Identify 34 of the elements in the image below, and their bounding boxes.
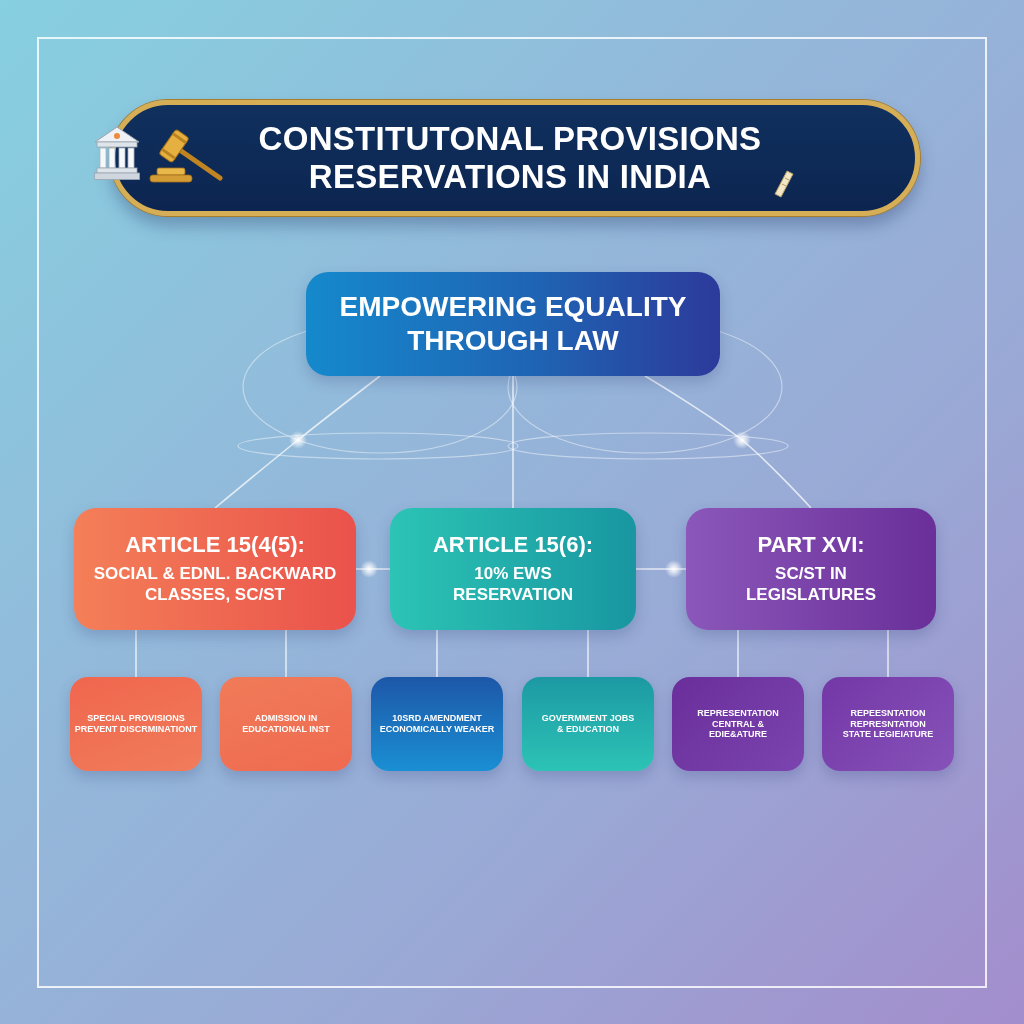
title: CONSTITUTONAL PROVISIONS RESERVATIONS IN INDIA [257, 120, 763, 196]
connector-line [436, 629, 438, 678]
connector-line [355, 568, 391, 570]
provision-box [522, 677, 654, 771]
connector-line [135, 629, 137, 678]
article-description: SC/ST IN LEGISLATURES [745, 564, 877, 606]
provision-box [220, 677, 352, 771]
article-box [74, 508, 356, 630]
article-description: 10% EWS RESERVATION [452, 564, 574, 606]
connector-line [587, 629, 589, 678]
article-description: SOCIAL & EDNL. BACKWARD CLASSES, SC/ST [92, 564, 338, 606]
article-heading: ARTICLE 15(4(5): [125, 532, 305, 560]
provision-text: 10SRD AMENDMENT ECONOMICALLY WEAKER [378, 713, 496, 735]
provision-text: GOVERMMENT JOBS & EDUCATION [540, 713, 636, 735]
provision-box [672, 677, 804, 771]
connector-line [512, 375, 514, 509]
provision-text: ADMISSION IN EDUCATIONAL INST [241, 713, 331, 735]
central-heading: EMPOWERING EQUALITY THROUGH LAW [338, 289, 688, 358]
provision-box [822, 677, 954, 771]
provision-text: REPRESENTATION CENTRAL & EDIE&ATURE [696, 707, 780, 741]
article-heading: ARTICLE 15(6): [432, 532, 594, 560]
connector-line [644, 375, 812, 509]
provision-box [70, 677, 202, 771]
article-box [390, 508, 636, 630]
connector-line [887, 629, 889, 678]
provision-box [371, 677, 503, 771]
connector-line [737, 629, 739, 678]
provision-text: SPECIAL PROVISIONS PREVENT DISCRMINATIONT [74, 713, 198, 735]
article-box [686, 508, 936, 630]
article-heading: PART XVI: [757, 532, 865, 560]
connector-line [285, 629, 287, 678]
provision-text: REPEESNTATION REPRESNTATION STATE LEGIEIATURE [841, 707, 935, 741]
connector-line [214, 375, 381, 509]
central-theme-box [306, 272, 720, 376]
